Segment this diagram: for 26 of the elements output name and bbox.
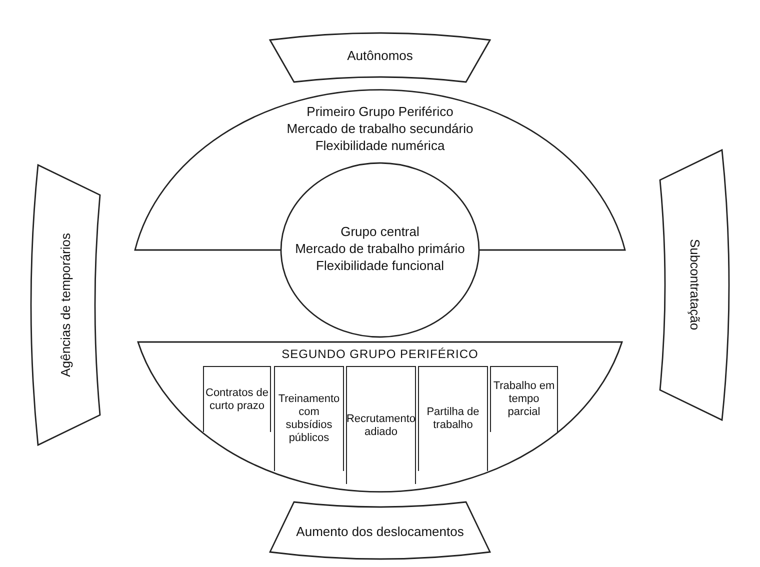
band-label: Subcontratação [688, 239, 702, 331]
core-circle [280, 162, 480, 338]
group-heading: Primeiro Grupo Periférico [306, 104, 454, 120]
segment-label: Recrutamento adiado [346, 412, 416, 438]
outer-band [660, 150, 730, 420]
outer-band [270, 502, 490, 560]
group-description: Mercado de trabalho secundário [286, 121, 474, 137]
ring-segment [346, 366, 416, 484]
segment-label: Contratos de curto prazo [205, 386, 269, 412]
band-label: Autônomos [347, 48, 413, 64]
ring-segment [274, 366, 344, 471]
outer-band [270, 32, 490, 82]
segment-label: Treinamento com subsídios públicos [277, 393, 341, 445]
group-description: Mercado de trabalho primário [295, 241, 465, 257]
ring-segment [418, 366, 488, 471]
group-description: Flexibilidade numérica [315, 138, 445, 154]
ring-segment [490, 366, 558, 432]
band-label: Agências de temporários [58, 233, 72, 377]
segment-label: Trabalho em tempo parcial [492, 380, 556, 419]
segment-label: Partilha de trabalho [426, 406, 480, 432]
band-label: Aumento dos deslocamentos [296, 524, 464, 540]
ring-segment [203, 366, 271, 432]
group-description: Flexibilidade funcional [316, 258, 444, 274]
outer-band [30, 165, 100, 445]
group-heading: Grupo central [340, 224, 420, 240]
band-label: SEGUNDO GRUPO PERIFÉRICO [282, 346, 478, 362]
